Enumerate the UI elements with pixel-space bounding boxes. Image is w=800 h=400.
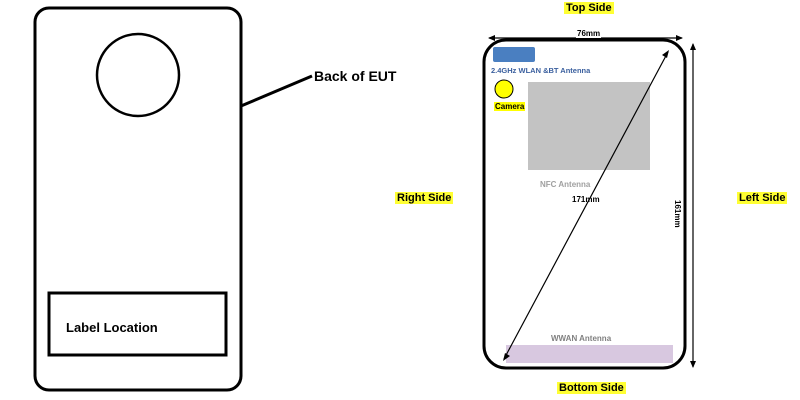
wlan-antenna-block [493,47,535,62]
nfc-antenna-label: NFC Antenna [540,180,591,189]
label-location-text: Label Location [66,320,158,335]
camera-label: Camera [494,102,526,111]
right-side-label: Right Side [395,192,454,204]
eut-label: Back of EUT [314,68,397,84]
height-arrow-top [690,43,696,50]
diagonal-dimension-label: 171mm [572,195,600,204]
diagonal-dimension-line [503,51,669,360]
height-arrow-bottom [690,361,696,368]
bottom-side-label: Bottom Side [557,382,626,394]
wwan-antenna-label: WWAN Antenna [551,334,612,343]
label-location-box [47,291,228,357]
width-arrow-right [676,35,683,41]
camera-dot [494,79,514,99]
width-dimension-label: 76mm [576,29,602,38]
wwan-antenna-block [506,345,673,363]
width-arrow-left [488,35,495,41]
device-outline [482,38,687,370]
camera-circle [95,32,181,118]
eut-pointer-line [240,74,313,108]
nfc-antenna-block [528,82,650,170]
eut-outline [33,6,243,392]
wlan-antenna-label: 2.4GHz WLAN &BT Antenna [491,66,591,75]
top-side-label: Top Side [564,2,614,14]
diagonal-arrow-top [662,50,669,58]
diagonal-arrow-bottom [503,353,510,361]
left-side-label: Left Side [737,192,788,204]
height-dimension-label: 161mm [673,200,682,228]
